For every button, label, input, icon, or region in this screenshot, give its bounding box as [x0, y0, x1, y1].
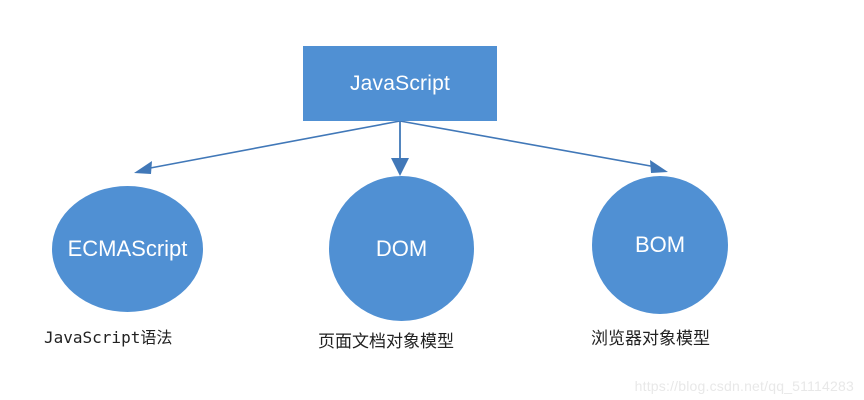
node-dom[interactable]: DOM	[329, 176, 474, 321]
arrow-javascript-to-ecmascript	[134, 120, 401, 174]
node-bom-label: BOM	[634, 232, 686, 257]
caption-bom: 浏览器对象模型	[591, 329, 710, 348]
caption-dom: 页面文档对象模型	[318, 332, 454, 351]
node-ecmascript-label: ECMAScript	[67, 236, 188, 261]
node-javascript[interactable]: JavaScript	[303, 46, 497, 121]
arrow-javascript-to-dom	[391, 121, 409, 176]
node-dom-label: DOM	[375, 235, 428, 261]
node-javascript-label: JavaScript	[349, 72, 451, 95]
watermark: https://blog.csdn.net/qq_51114283	[634, 378, 854, 394]
node-bom[interactable]: BOM	[592, 176, 728, 314]
arrow-javascript-to-bom	[399, 120, 668, 173]
node-ecmascript[interactable]: ECMAScript	[52, 186, 203, 312]
caption-ecmascript: JavaScript语法	[44, 328, 173, 347]
